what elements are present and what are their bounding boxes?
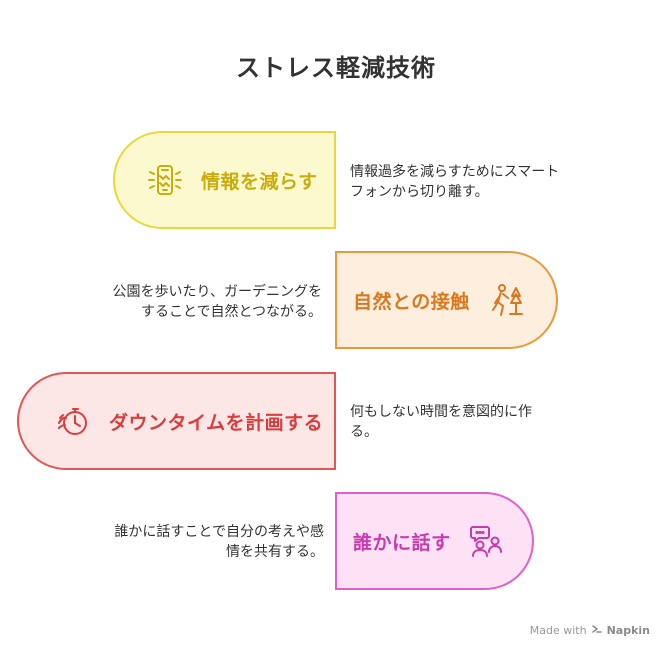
pill-reduce-information: 情報を減らす (113, 131, 336, 229)
phone-icon (145, 160, 185, 200)
pill-plan-downtime: ダウンタイムを計画する (17, 372, 336, 470)
description-contact-with-nature: 公園を歩いたり、ガーデニングをすることで自然とつながる。 (112, 284, 322, 320)
footer-brand: Napkin (606, 624, 650, 637)
pill-contact-with-nature: 自然との接触 (335, 251, 558, 349)
page-title: ストレス軽減技術 (236, 54, 436, 82)
footer-credit: Made with Napkin (530, 623, 650, 638)
pill-label: ダウンタイムを計画する (109, 411, 324, 434)
description-reduce-information: 情報過多を減らすためにスマートフォンから切り離す。 (350, 164, 560, 200)
pill-label: 情報を減らす (201, 170, 318, 193)
description-plan-downtime: 何もしない時間を意図的に作る。 (350, 404, 532, 440)
chat-people-icon (467, 521, 507, 561)
description-talk-to-someone: 誰かに話すことで自分の考えや感情を共有する。 (114, 524, 324, 560)
hiker-icon (486, 280, 526, 320)
stopwatch-icon (53, 401, 93, 441)
pill-talk-to-someone: 誰かに話す (335, 492, 534, 590)
napkin-logo-icon (591, 623, 603, 638)
footer-prefix: Made with (529, 624, 587, 637)
pill-label: 誰かに話す (353, 531, 451, 554)
pill-label: 自然との接触 (353, 290, 470, 313)
